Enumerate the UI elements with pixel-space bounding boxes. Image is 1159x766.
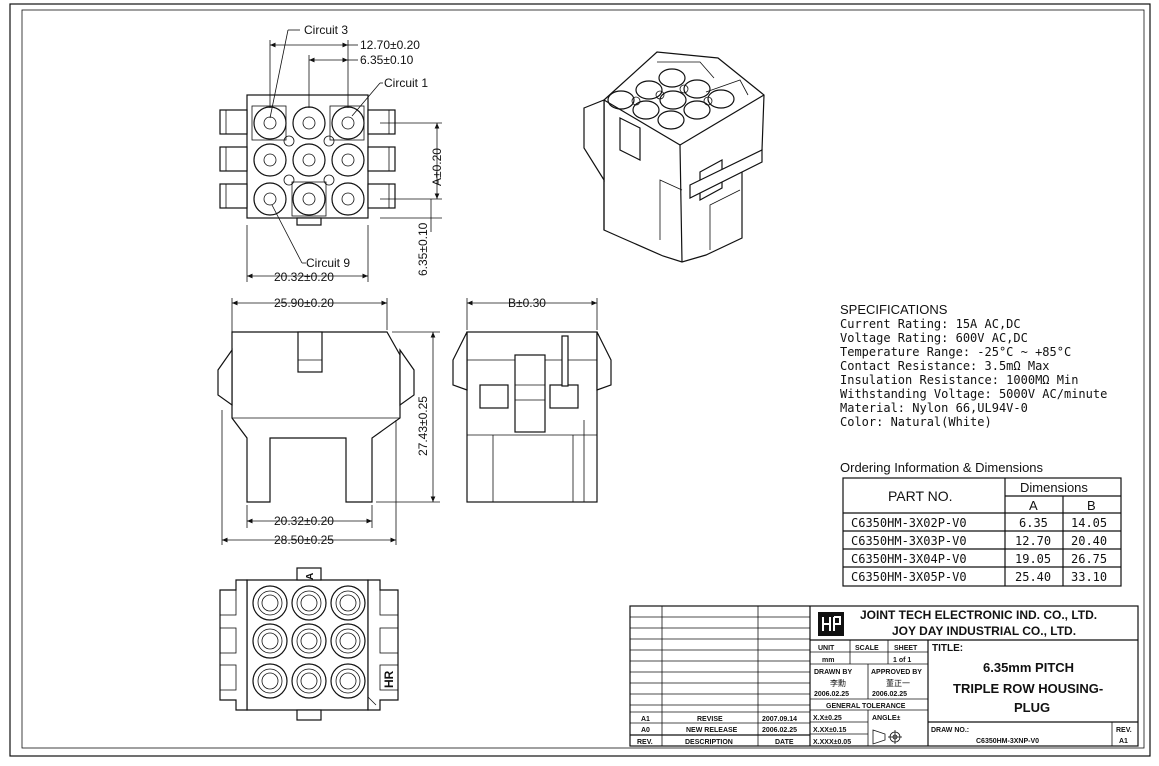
title-line-3: PLUG bbox=[1014, 700, 1050, 715]
dim-27-43: 27.43±0.25 bbox=[416, 396, 430, 456]
spec-line-6: Material: Nylon 66,UL94V-0 bbox=[840, 401, 1028, 415]
outer-border bbox=[9, 3, 1151, 757]
spec-line-0: Current Rating: 15A AC,DC bbox=[840, 317, 1021, 331]
spec-line-1: Voltage Rating: 600V AC,DC bbox=[840, 331, 1028, 345]
rev-row-a0-rev: A0 bbox=[641, 727, 650, 734]
rev-row-a1-date: 2007.09.14 bbox=[762, 716, 797, 723]
mark-a: A bbox=[305, 573, 316, 580]
isometric-view bbox=[583, 51, 765, 263]
table-row: 12.70 bbox=[1015, 534, 1051, 548]
company-name-1: JOINT TECH ELECTRONIC IND. CO., LTD. bbox=[860, 608, 1097, 622]
dim-25-90: 25.90±0.20 bbox=[274, 296, 334, 310]
spec-line-5: Withstanding Voltage: 5000V AC/minute bbox=[840, 387, 1107, 401]
tolerance-2: X.XX±0.15 bbox=[813, 727, 847, 734]
title-line-2: TRIPLE ROW HOUSING- bbox=[953, 681, 1103, 696]
table-row: 26.75 bbox=[1071, 552, 1107, 566]
projection-symbol-icon bbox=[872, 729, 902, 745]
ordering-table: Ordering Information & Dimensions PART N… bbox=[840, 460, 1122, 587]
table-row: C6350HM-3X03P-V0 bbox=[851, 534, 967, 548]
unit-label: UNIT bbox=[818, 645, 835, 652]
label-circuit-1: Circuit 1 bbox=[384, 76, 428, 90]
side-view-dimensions bbox=[221, 298, 440, 545]
front-face-view bbox=[219, 94, 396, 226]
ordering-col-b: B bbox=[1087, 498, 1096, 513]
rev-row-a0-desc: NEW RELEASE bbox=[686, 727, 738, 734]
ordering-heading: Ordering Information & Dimensions bbox=[840, 460, 1044, 475]
specifications-block: SPECIFICATIONS Current Rating: 15A AC,DC… bbox=[840, 302, 1107, 429]
right-side-view bbox=[452, 331, 612, 503]
ordering-dim-header: Dimensions bbox=[1020, 480, 1088, 495]
draw-no-label: DRAW NO.: bbox=[931, 727, 969, 734]
draw-no: C6350HM-3XNP-V0 bbox=[976, 738, 1039, 745]
approved-name: 董正一 bbox=[886, 678, 910, 688]
sheet-label: SHEET bbox=[894, 645, 918, 652]
tolerance-1: X.X±0.25 bbox=[813, 715, 842, 722]
rev-row-a1-rev: A1 bbox=[641, 716, 650, 723]
table-row: 6.35 bbox=[1019, 516, 1048, 530]
drawn-by-label: DRAWN BY bbox=[814, 669, 852, 676]
company-name-2: JOY DAY INDUSTRIAL CO., LTD. bbox=[892, 624, 1076, 638]
table-row: 19.05 bbox=[1015, 552, 1051, 566]
dim-6-35-vertical: 6.35±0.10 bbox=[416, 222, 430, 276]
rev-label: REV. bbox=[1116, 727, 1132, 734]
desc-col-header: DESCRIPTION bbox=[685, 739, 733, 746]
spec-line-3: Contact Resistance: 3.5mΩ Max bbox=[840, 359, 1050, 373]
unit-value: mm bbox=[822, 657, 834, 664]
date-col-header: DATE bbox=[775, 739, 794, 746]
tolerance-label: GENERAL TOLERANCE bbox=[826, 703, 906, 710]
dim-b: B±0.30 bbox=[508, 296, 546, 310]
table-row: C6350HM-3X04P-V0 bbox=[851, 552, 967, 566]
spec-heading: SPECIFICATIONS bbox=[840, 302, 948, 317]
spec-line-7: Color: Natural(White) bbox=[840, 415, 992, 429]
drawn-date: 2006.02.25 bbox=[814, 691, 849, 698]
table-row: 25.40 bbox=[1015, 570, 1051, 584]
table-row: 14.05 bbox=[1071, 516, 1107, 530]
rev-value: A1 bbox=[1119, 738, 1128, 745]
dim-20-32-top: 20.32±0.20 bbox=[274, 270, 334, 284]
angle-label: ANGLE± bbox=[872, 715, 901, 722]
ordering-col-a: A bbox=[1029, 498, 1038, 513]
right-side-dimensions bbox=[466, 298, 598, 330]
approved-label: APPROVED BY bbox=[871, 669, 922, 676]
scale-label: SCALE bbox=[855, 645, 879, 652]
top-view-dimensions bbox=[246, 29, 442, 282]
rev-row-a1-desc: REVISE bbox=[697, 716, 723, 723]
dim-12-70: 12.70±0.20 bbox=[360, 38, 420, 52]
dim-6-35-horizontal: 6.35±0.10 bbox=[360, 53, 414, 67]
table-row: C6350HM-3X05P-V0 bbox=[851, 570, 967, 584]
ordering-part-header: PART NO. bbox=[888, 488, 953, 504]
table-row: 20.40 bbox=[1071, 534, 1107, 548]
rev-col-header: REV. bbox=[637, 739, 653, 746]
tolerance-3: X.XXX±0.05 bbox=[813, 739, 851, 746]
label-circuit-3: Circuit 3 bbox=[304, 23, 348, 37]
title-label: TITLE: bbox=[932, 643, 963, 654]
dim-20-32-bottom: 20.32±0.20 bbox=[274, 514, 334, 528]
table-row: C6350HM-3X02P-V0 bbox=[851, 516, 967, 530]
sheet-value: 1 of 1 bbox=[893, 657, 911, 664]
dim-a: A±0.20 bbox=[430, 148, 444, 186]
spec-line-4: Insulation Resistance: 1000MΩ Min bbox=[840, 373, 1078, 387]
spec-line-2: Temperature Range: -25°C ~ +85°C bbox=[840, 345, 1071, 359]
title-line-1: 6.35mm PITCH bbox=[983, 660, 1074, 675]
inner-border bbox=[21, 9, 1145, 749]
table-row: 33.10 bbox=[1071, 570, 1107, 584]
drawn-by-name: 李勳 bbox=[830, 678, 846, 688]
rear-face-view bbox=[219, 567, 399, 721]
approved-date: 2006.02.25 bbox=[872, 691, 907, 698]
rear-cavity-grid bbox=[252, 585, 366, 699]
dim-28-50: 28.50±0.25 bbox=[274, 533, 334, 547]
mark-hr: HR bbox=[382, 670, 396, 688]
label-circuit-9: Circuit 9 bbox=[306, 256, 350, 270]
title-block: A1 REVISE 2007.09.14 A0 NEW RELEASE 2006… bbox=[629, 605, 1139, 747]
rev-row-a0-date: 2006.02.25 bbox=[762, 727, 797, 734]
side-view bbox=[217, 331, 415, 503]
